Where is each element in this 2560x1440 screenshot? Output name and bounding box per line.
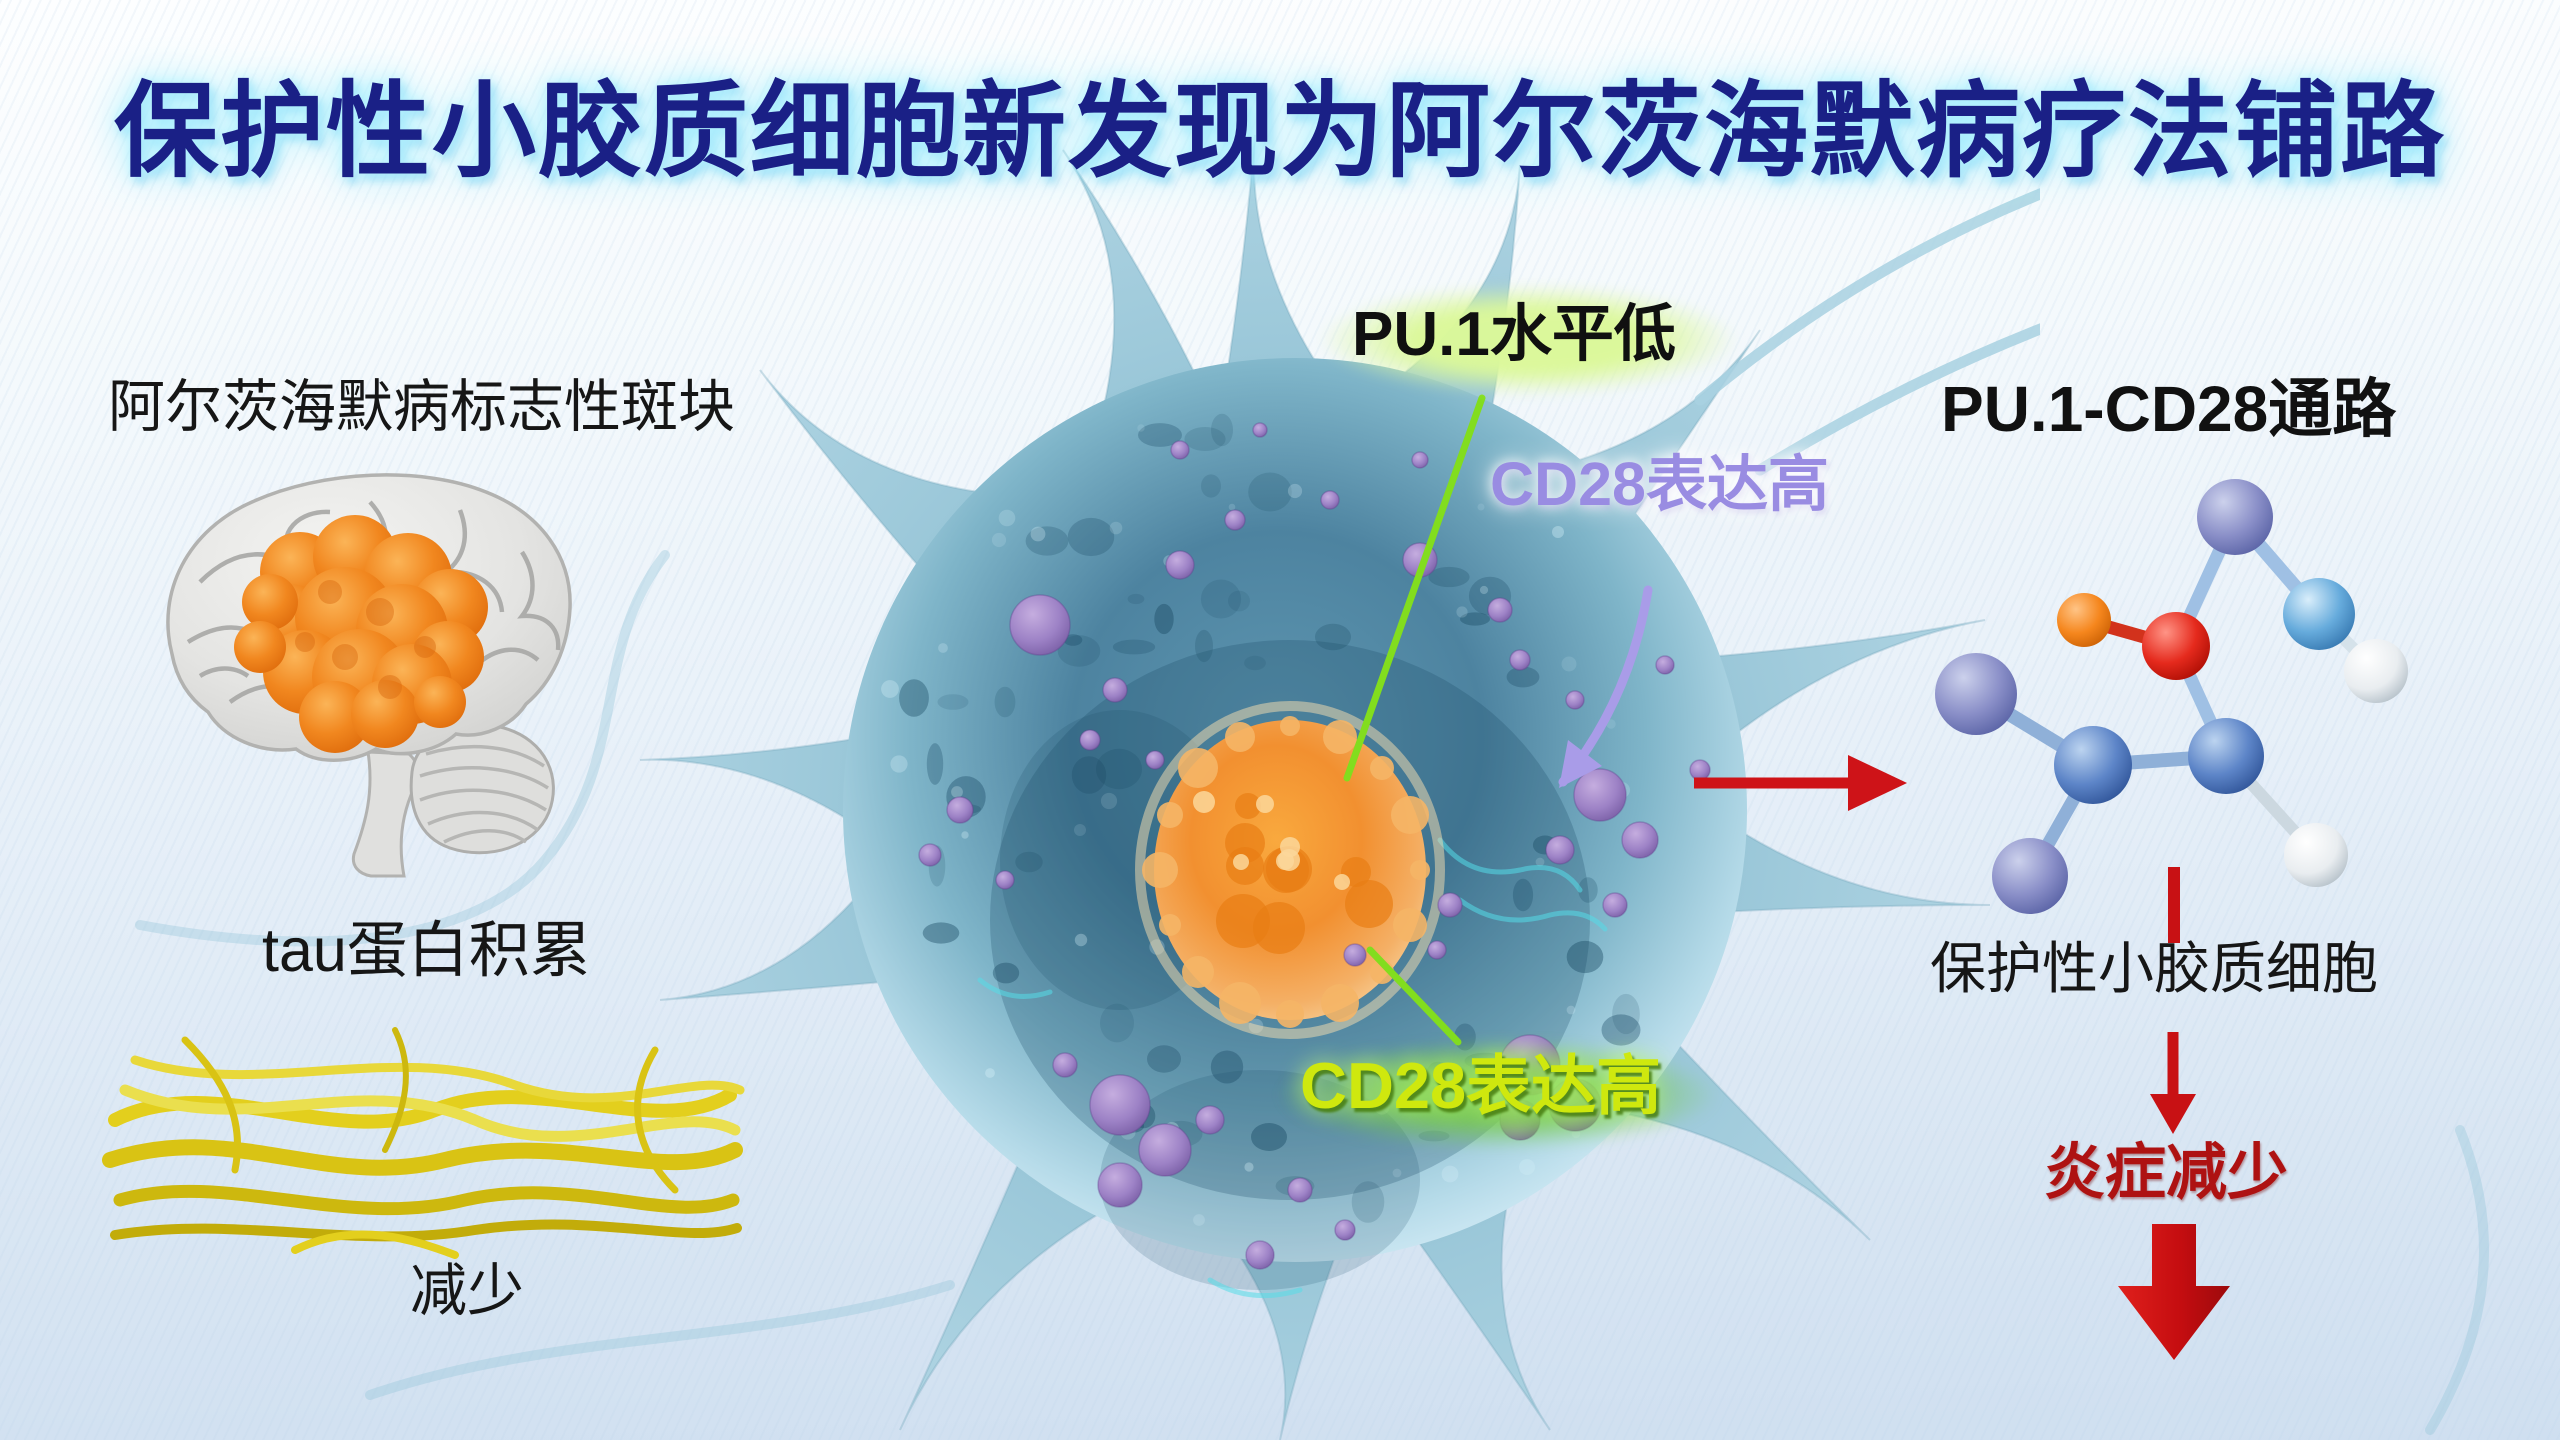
molecule-atom xyxy=(2344,639,2408,703)
pu1-label-glow xyxy=(1318,284,1738,396)
plaque-label: 阿尔茨海默病标志性斑块 xyxy=(108,375,735,439)
brain-plaque-illustration xyxy=(166,473,572,878)
tau-label: tau蛋白积累 xyxy=(262,916,591,984)
molecule-atom xyxy=(1992,838,2068,914)
cd28-bottom-label-glow xyxy=(1278,1040,1718,1150)
cd28-surface-label: CD28表达高 xyxy=(1490,450,1829,518)
pathway-connector-line xyxy=(2168,867,2180,943)
molecule-illustration xyxy=(1935,479,2408,914)
molecule-atom xyxy=(2188,718,2264,794)
molecule-atom xyxy=(2197,479,2273,555)
nucleus-halo xyxy=(1135,701,1445,1039)
cd28-bottom-callout-line xyxy=(1366,946,1462,1046)
molecule-atom xyxy=(1935,653,2017,735)
inflammation-label: 炎症减少 xyxy=(2044,1138,2289,1206)
microglia-cell-illustration xyxy=(639,134,2040,1440)
cell-to-pathway-arrow xyxy=(1694,755,1907,811)
decrease-label: 减少 xyxy=(410,1259,524,1323)
molecule-atom xyxy=(2057,593,2111,647)
tau-fibers-illustration xyxy=(102,1027,745,1259)
down-arrow-large xyxy=(2118,1224,2230,1360)
protective-microglia-label: 保护性小胶质细胞 xyxy=(1930,937,2378,1000)
pu1-label: PU.1水平低 xyxy=(1352,300,1676,369)
pathway-title: PU.1-CD28通路 xyxy=(1941,373,2397,445)
page-title: 保护性小胶质细胞新发现为阿尔茨海默病疗法铺路 xyxy=(113,74,2446,190)
molecule-atom xyxy=(2284,823,2348,887)
down-arrow-small xyxy=(2150,1032,2196,1134)
molecule-atom xyxy=(2054,726,2132,804)
molecule-atom xyxy=(2142,612,2210,680)
molecule-atom xyxy=(2283,578,2355,650)
cd28-bottom-label: CD28表达高 xyxy=(1300,1049,1662,1122)
pu1-callout-line xyxy=(1343,394,1486,782)
amyloid-plaque xyxy=(234,515,488,753)
cd28-surface-arrow xyxy=(1558,585,1653,788)
